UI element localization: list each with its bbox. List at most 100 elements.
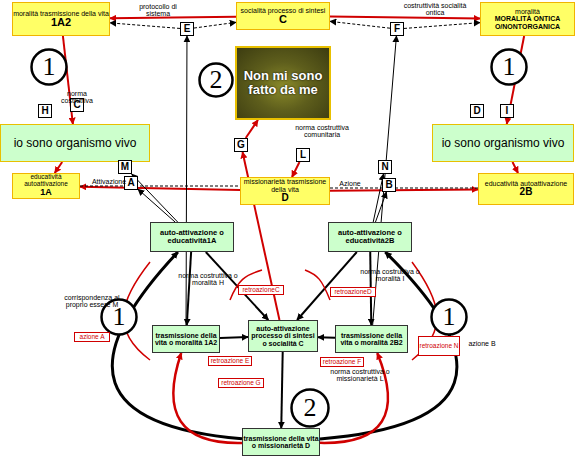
connector-arrow xyxy=(55,162,62,173)
node-text: retroazione E xyxy=(211,358,250,365)
callout-number: 1 xyxy=(430,298,468,336)
node-text: io sono organismo vivo xyxy=(442,137,565,150)
free-label: norma costruttiva o moralità I xyxy=(358,268,422,283)
process-box: trasmissione della vita o missionarietà … xyxy=(242,428,320,456)
letter-box: D xyxy=(470,104,484,118)
node-text: auto-attivazione processo di sintesi o s… xyxy=(249,325,317,347)
node-text: MORALITÀ ONTICA O/NONTORGANICA xyxy=(481,15,574,30)
connector-arrow xyxy=(330,189,478,190)
letter-box: M xyxy=(118,160,132,174)
node-text: educatività autoattivazione xyxy=(485,180,568,187)
dashed-line xyxy=(330,188,478,189)
node-text: auto-attivazione o educatività2B xyxy=(329,229,411,245)
connector-arrow xyxy=(173,353,242,443)
process-box: moralitàMORALITÀ ONTICA O/NONTORGANICA xyxy=(480,2,575,36)
process-box: trasmissione della vita o moralità 1A2 xyxy=(152,325,220,353)
process-box: auto-attivazione processo di sintesi o s… xyxy=(248,320,318,352)
connector-arrow xyxy=(292,162,300,177)
process-box: educatività autoattivazione1A xyxy=(12,173,80,199)
node-text: B xyxy=(385,180,392,191)
node-text: 1 xyxy=(43,53,56,80)
node-text: retroazione N xyxy=(419,343,458,350)
feedback-arc xyxy=(305,270,330,300)
connector-arrow xyxy=(246,120,258,138)
feedback-box: retroazione F xyxy=(320,357,364,367)
letter-box: H xyxy=(38,104,52,118)
node-text: socialità processo di sintesi xyxy=(241,7,326,14)
node-text: 1 xyxy=(443,303,456,330)
node-text: azione A xyxy=(80,334,105,341)
connector-arrow xyxy=(138,189,175,222)
node-text: io sono organismo vivo xyxy=(14,137,137,150)
free-label: azione B xyxy=(462,340,502,347)
connector-arrow xyxy=(110,23,180,29)
letter-box: L xyxy=(296,148,310,162)
process-box: missionarietà trasmissione della vitaD xyxy=(240,177,330,205)
node-text: moralità xyxy=(515,8,540,15)
callout-number: 1 xyxy=(30,48,68,86)
letter-box: N xyxy=(378,160,392,174)
node-text: retroazione G xyxy=(221,380,260,387)
connector-arrow xyxy=(80,187,240,190)
connector-arrow xyxy=(112,252,242,439)
node-text: H xyxy=(41,106,48,117)
process-box: socialità processo di sintesiC xyxy=(236,2,330,30)
connector-arrow xyxy=(320,353,388,443)
connector-arrow xyxy=(186,36,188,325)
free-label: norma costruttiva o moralità H xyxy=(176,272,240,287)
connector-arrow xyxy=(194,22,236,28)
node-text: E xyxy=(184,24,191,35)
connector-arrow xyxy=(404,23,480,29)
free-label: norma costruttiva xyxy=(52,90,102,105)
node-text: retroazione F xyxy=(323,359,361,366)
connector-arrow xyxy=(375,192,386,222)
process-box: trasmissione della vita o moralità 2B2 xyxy=(335,325,408,353)
connector-arrow xyxy=(281,352,282,428)
node-text: L xyxy=(300,150,306,161)
node-text: trasmissione della vita o missionarietà … xyxy=(243,435,319,450)
node-text: moralità trasmissione della vita xyxy=(13,10,109,17)
connector-arrow xyxy=(110,17,236,19)
connector-arrow xyxy=(318,336,335,339)
node-text: 2 xyxy=(304,394,317,421)
node-text: auto-attivazione o educatività1A xyxy=(151,229,233,245)
node-text: trasmissione della vita o moralità 2B2 xyxy=(336,332,407,347)
node-text: 1A xyxy=(40,188,52,197)
process-box: educatività autoattivazione2B xyxy=(478,173,574,205)
process-box: moralità trasmissione della vita1A2 xyxy=(12,2,110,36)
node-text: D xyxy=(473,106,480,117)
callout-number: 2 xyxy=(290,388,330,428)
connector-arrow xyxy=(132,174,178,222)
node-text: 2 xyxy=(210,66,223,93)
node-text: educatività autoattivazione xyxy=(13,174,79,188)
node-text: 1 xyxy=(503,53,516,80)
free-label: norma costruttiva o missionarietà L xyxy=(322,368,398,383)
node-text: 2B xyxy=(520,187,533,198)
connector-arrow xyxy=(513,162,519,173)
dashed-line xyxy=(80,186,240,187)
connector-arrow xyxy=(297,252,357,320)
node-text: trasmissione della vita o moralità 1A2 xyxy=(153,332,219,347)
node-text: N xyxy=(381,162,388,173)
letter-box: E xyxy=(180,22,194,36)
process-box: auto-attivazione o educatività2B xyxy=(328,222,412,252)
node-text: retroazioneD xyxy=(334,289,371,296)
connector-arrow xyxy=(330,17,480,19)
node-text: I xyxy=(506,106,509,117)
node-text: C xyxy=(279,14,287,26)
feedback-box: retroazioneC xyxy=(238,285,284,295)
node-text: F xyxy=(394,24,400,35)
free-label: norma costruttiva comunitaria xyxy=(292,124,352,139)
node-text: missionarietà trasmissione della vita xyxy=(241,178,329,193)
node-text: Non mi sono fatto da me xyxy=(237,69,329,96)
callout-number: 2 xyxy=(198,62,234,98)
feedback-box: retroazione G xyxy=(218,378,264,388)
node-text: G xyxy=(237,140,245,151)
letter-box: I xyxy=(500,104,514,118)
free-label: Attivazione xyxy=(84,178,134,185)
free-label: corrispondenza al proprio essere M xyxy=(62,294,122,309)
free-label: protocollo di sistema xyxy=(128,3,188,18)
node-text: retroazioneC xyxy=(242,287,279,294)
organism-box: io sono organismo vivo xyxy=(0,124,150,162)
